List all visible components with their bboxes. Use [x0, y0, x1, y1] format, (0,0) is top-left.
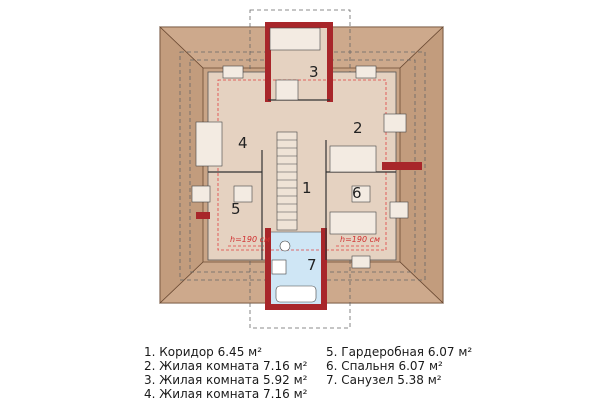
room-numbers: 3 2 4 1 6 5 7	[231, 63, 363, 274]
furniture	[191, 27, 409, 269]
height-mark-left: h=190 см	[230, 235, 270, 244]
legend-left: 1. Коридор 6.45 м² 2. Жилая комната 7.16…	[144, 345, 307, 401]
room-number-5: 5	[231, 200, 241, 218]
bathroom-fixtures	[271, 240, 317, 303]
staircase	[276, 131, 298, 231]
room-number-1: 1	[302, 179, 312, 197]
room-number-4: 4	[238, 134, 248, 152]
floor-plan: 3 2 4 1 6 5 7 h=190 см h=190 см	[159, 9, 444, 329]
room-number-7: 7	[307, 256, 317, 274]
legend-item-4: 4. Жилая комната 7.16 м²	[144, 387, 308, 401]
room-number-2: 2	[353, 119, 363, 137]
room-number-3: 3	[309, 63, 319, 81]
legend-right: 5. Гардеробная 6.07 м² 6. Спальня 6.07 м…	[326, 345, 472, 387]
legend-item-6: 6. Спальня 6.07 м²	[326, 359, 443, 373]
legend-item-3: 3. Жилая комната 5.92 м²	[144, 373, 308, 387]
legend-item-1: 1. Коридор 6.45 м²	[144, 345, 263, 359]
legend-item-7: 7. Санузел 5.38 м²	[326, 373, 442, 387]
legend-item-2: 2. Жилая комната 7.16 м²	[144, 359, 308, 373]
legend-item-5: 5. Гардеробная 6.07 м²	[326, 345, 473, 359]
room-number-6: 6	[352, 184, 362, 202]
walls	[196, 22, 422, 310]
height-mark-right: h=190 см	[340, 235, 380, 244]
